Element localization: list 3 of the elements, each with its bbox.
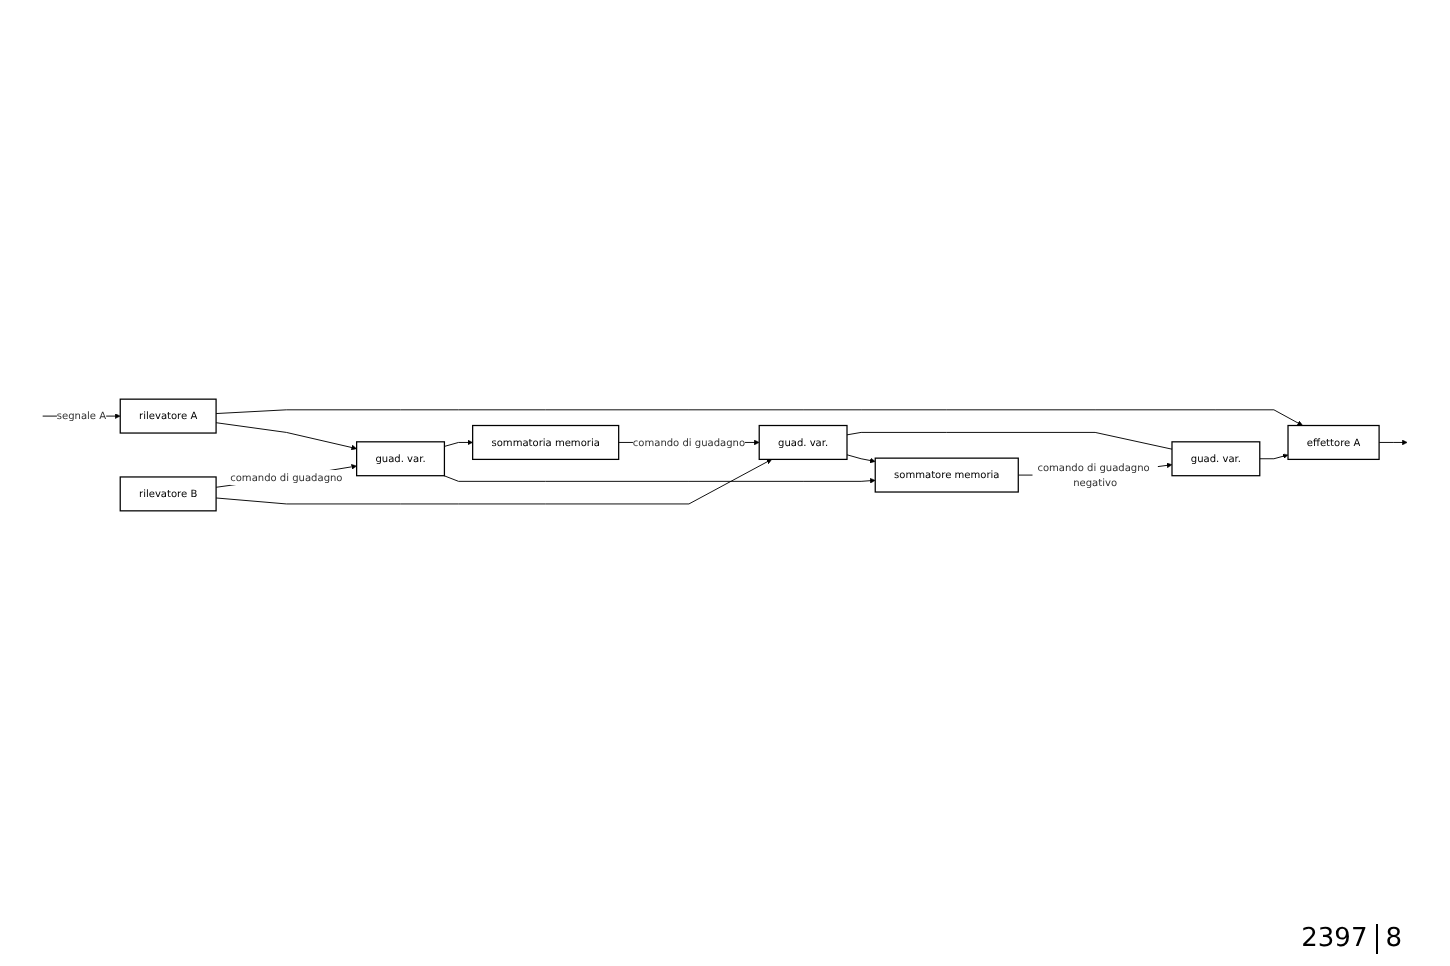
- figure-number: 8: [1375, 924, 1410, 954]
- connector: [846, 431, 1173, 450]
- figure-number: 2397: [1299, 924, 1370, 954]
